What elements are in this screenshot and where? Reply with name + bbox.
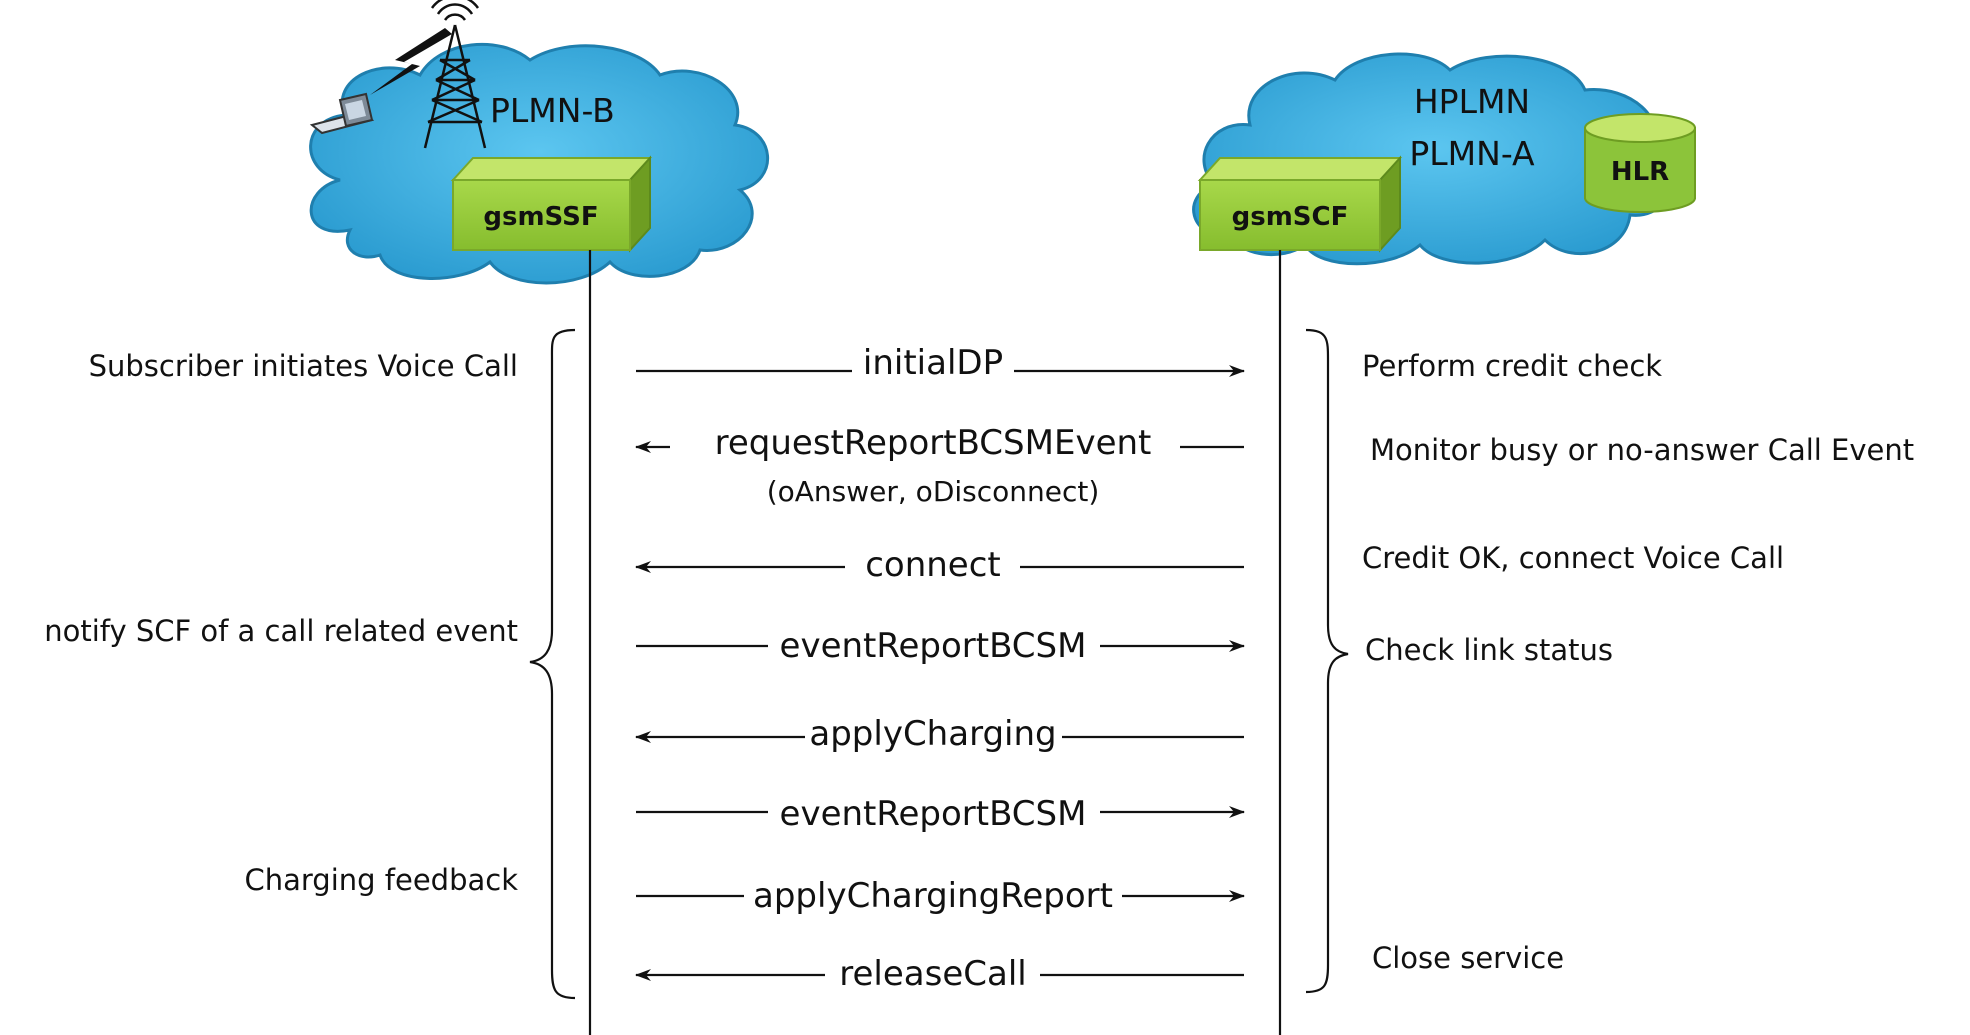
- message-label: initialDP: [863, 343, 1003, 383]
- message-connect: connect: [635, 545, 1244, 585]
- message-eventreportbcsm-2: eventReportBCSM: [636, 794, 1245, 834]
- right-note: Monitor busy or no-answer Call Event: [1370, 433, 1914, 467]
- message-applychargingreport: applyChargingReport: [636, 876, 1245, 916]
- message-label: eventReportBCSM: [780, 626, 1087, 666]
- hlr-database-icon: HLR: [1584, 113, 1696, 213]
- message-applycharging: applyCharging: [635, 714, 1244, 754]
- message-sublabel: (oAnswer, oDisconnect): [767, 475, 1100, 508]
- plmn-b-label: PLMN-B: [490, 91, 615, 130]
- message-eventreportbcsm-1: eventReportBCSM: [636, 626, 1245, 666]
- gsmssf-label: gsmSSF: [483, 202, 598, 232]
- antenna-tower-icon: [423, 0, 487, 149]
- message-label: applyCharging: [809, 714, 1056, 754]
- message-releasecall: releaseCall: [635, 954, 1244, 994]
- right-brace: [1305, 328, 1349, 994]
- right-note: Perform credit check: [1362, 349, 1662, 383]
- left-note: notify SCF of a call related event: [44, 614, 518, 648]
- gsmscf-label: gsmSCF: [1232, 202, 1349, 232]
- hlr-label: HLR: [1611, 157, 1669, 187]
- left-brace: [529, 328, 576, 1000]
- left-note: Charging feedback: [244, 863, 518, 897]
- right-note: Close service: [1372, 941, 1564, 975]
- lightning-icon: [370, 28, 452, 95]
- gsmssf-node: gsmSSF: [450, 155, 653, 253]
- mobile-phone-icon: [309, 92, 375, 135]
- gsmscf-node: gsmSCF: [1197, 155, 1403, 253]
- message-requestreportbcsmevent: requestReportBCSMEvent (oAnswer, oDiscon…: [635, 423, 1244, 508]
- left-note: Subscriber initiates Voice Call: [89, 349, 518, 383]
- hplmn-label: HPLMN: [1414, 82, 1530, 121]
- plmn-a-label: PLMN-A: [1409, 134, 1535, 173]
- message-label: eventReportBCSM: [780, 794, 1087, 834]
- message-label: connect: [865, 545, 1001, 585]
- message-initialdp: initialDP: [636, 343, 1245, 383]
- right-note: Check link status: [1365, 633, 1613, 667]
- message-label: applyChargingReport: [753, 876, 1113, 916]
- message-label: releaseCall: [839, 954, 1026, 994]
- message-label: requestReportBCSMEvent: [715, 423, 1152, 463]
- right-note: Credit OK, connect Voice Call: [1362, 541, 1784, 575]
